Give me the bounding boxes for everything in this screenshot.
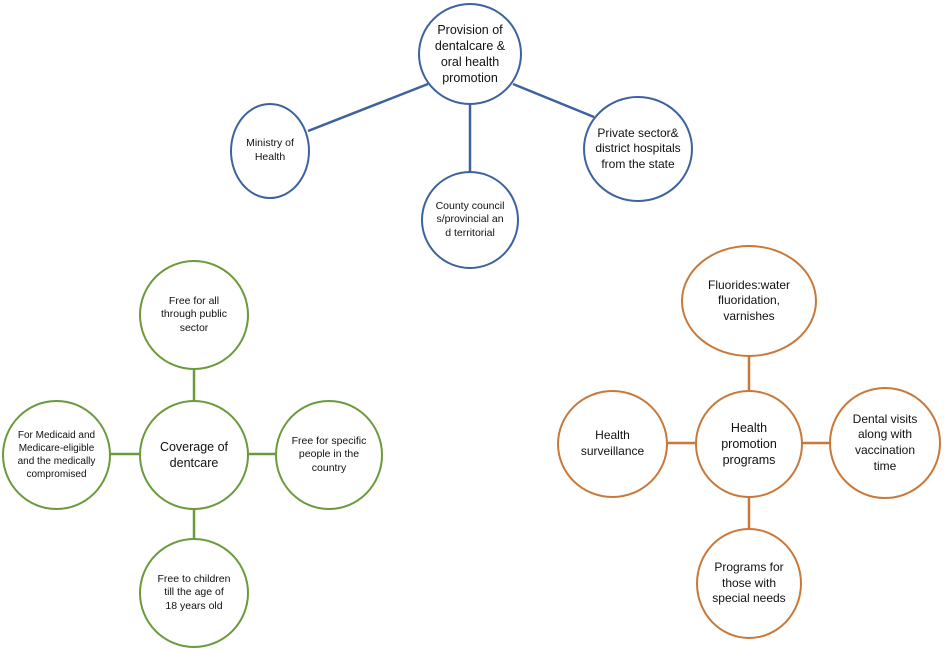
node-provision-label: Provision of dentalcare & oral health pr…: [434, 22, 506, 86]
node-dental-visits: Dental visits along with vaccination tim…: [829, 387, 941, 499]
node-county-label: County councils/provincial and territori…: [435, 199, 505, 239]
node-health-promotion-label: Health promotion programs: [721, 420, 777, 468]
node-special-needs-programs: Programs for those with special needs: [696, 528, 802, 639]
node-free-children: Free to children till the age of 18 year…: [139, 538, 249, 648]
edge-provision-private: [512, 82, 595, 119]
node-dental-visits-label: Dental visits along with vaccination tim…: [852, 411, 918, 473]
node-private-sector: Private sector& district hospitals from …: [583, 96, 693, 202]
node-provision-dentalcare: Provision of dentalcare & oral health pr…: [418, 3, 522, 105]
node-health-promotion-programs: Health promotion programs: [695, 390, 803, 498]
node-fluorides: Fluorides:water fluoridation, varnishes: [681, 245, 817, 357]
node-special-needs-label: Programs for those with special needs: [712, 560, 786, 606]
node-medicaid-medicare: For Medicaid and Medicare-eligible and t…: [2, 400, 111, 510]
node-free-public-sector: Free for all through public sector: [139, 260, 249, 370]
node-free-specific-people: Free for specific people in the country: [275, 400, 383, 510]
node-coverage-of-dentcare: Coverage of dentcare: [139, 400, 249, 510]
node-ministry-of-health: Ministry of Health: [230, 103, 310, 199]
edge-provision-ministry: [307, 82, 429, 133]
node-medicaid-label: For Medicaid and Medicare-eligible and t…: [17, 430, 96, 480]
node-county-councils: County councils/provincial and territori…: [421, 171, 519, 269]
node-health-surveillance: Health surveillance: [557, 390, 668, 498]
node-coverage-label: Coverage of dentcare: [159, 439, 229, 470]
node-private-label: Private sector& district hospitals from …: [595, 125, 681, 171]
node-free-specific-label: Free for specific people in the country: [291, 434, 367, 474]
node-free-children-label: Free to children till the age of 18 year…: [157, 572, 231, 612]
node-free-public-label: Free for all through public sector: [161, 294, 227, 334]
node-fluorides-label: Fluorides:water fluoridation, varnishes: [707, 277, 791, 323]
node-ministry-label: Ministry of Health: [246, 137, 294, 163]
node-surveillance-label: Health surveillance: [580, 428, 645, 458]
